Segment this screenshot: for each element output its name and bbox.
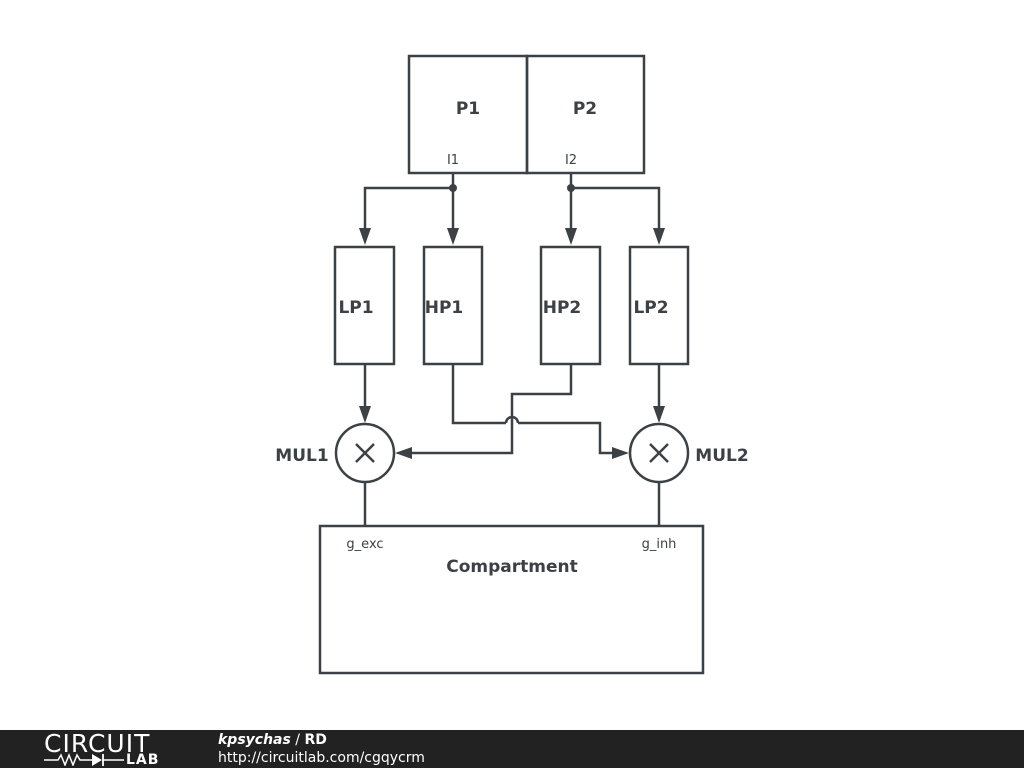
mul1-multiplier[interactable]: MUL1 <box>275 422 396 484</box>
i2-wires <box>565 173 665 245</box>
p1-block[interactable]: P1 I1 <box>407 54 529 175</box>
hp1-label: HP1 <box>425 298 464 318</box>
i1-port-label: I1 <box>447 153 459 168</box>
g-inh-port-label: g_inh <box>642 537 677 552</box>
author-name[interactable]: kpsychas <box>218 732 291 748</box>
lp2-block[interactable]: LP2 <box>628 245 690 366</box>
p2-label: P2 <box>573 99 597 119</box>
circuitlab-logo[interactable]: CIRCUIT LAB <box>44 730 176 768</box>
i1-wires <box>359 173 459 245</box>
circuit-url[interactable]: http://circuitlab.com/cgqycrm <box>218 750 425 766</box>
lp2-label: LP2 <box>633 298 668 318</box>
title-separator: / <box>290 732 305 748</box>
mul2-multiplier[interactable]: MUL2 <box>628 422 749 484</box>
mul-to-compartment-wires <box>363 482 661 526</box>
compartment-label: Compartment <box>446 557 578 577</box>
logo-top-text: CIRCUIT <box>44 729 151 758</box>
hp1-block[interactable]: HP1 <box>422 245 484 366</box>
hp1-to-mul2-wire <box>451 364 629 459</box>
lp1-to-mul1-wire <box>359 364 371 423</box>
schematic-svg: P1 I1 P2 I2 LP1 HP1 HP2 LP2 <box>275 54 749 675</box>
lp2-to-mul2-wire <box>653 364 665 423</box>
g-exc-port-label: g_exc <box>346 537 383 552</box>
p2-block[interactable]: P2 I2 <box>525 54 646 175</box>
compartment-block[interactable]: g_exc g_inh Compartment <box>318 524 705 675</box>
logo-bottom-text: LAB <box>126 752 160 768</box>
lp1-label: LP1 <box>338 298 373 318</box>
mul1-label: MUL1 <box>275 446 328 466</box>
hp2-label: HP2 <box>543 298 582 318</box>
footer-bar: CIRCUIT LAB kpsychas / RD http://circuit… <box>0 730 1024 768</box>
circuit-title[interactable]: RD <box>304 732 327 748</box>
p1-label: P1 <box>456 99 480 119</box>
schematic-canvas: P1 I1 P2 I2 LP1 HP1 HP2 LP2 <box>275 54 749 675</box>
logo-resistor-diode-icon <box>44 752 124 766</box>
hp2-to-mul1-wire <box>395 364 573 459</box>
mul2-label: MUL2 <box>695 446 748 466</box>
lp1-block[interactable]: LP1 <box>333 245 396 366</box>
author-title-line: kpsychas / RD <box>218 731 327 749</box>
i2-port-label: I2 <box>565 153 577 168</box>
hp2-block[interactable]: HP2 <box>539 245 602 366</box>
